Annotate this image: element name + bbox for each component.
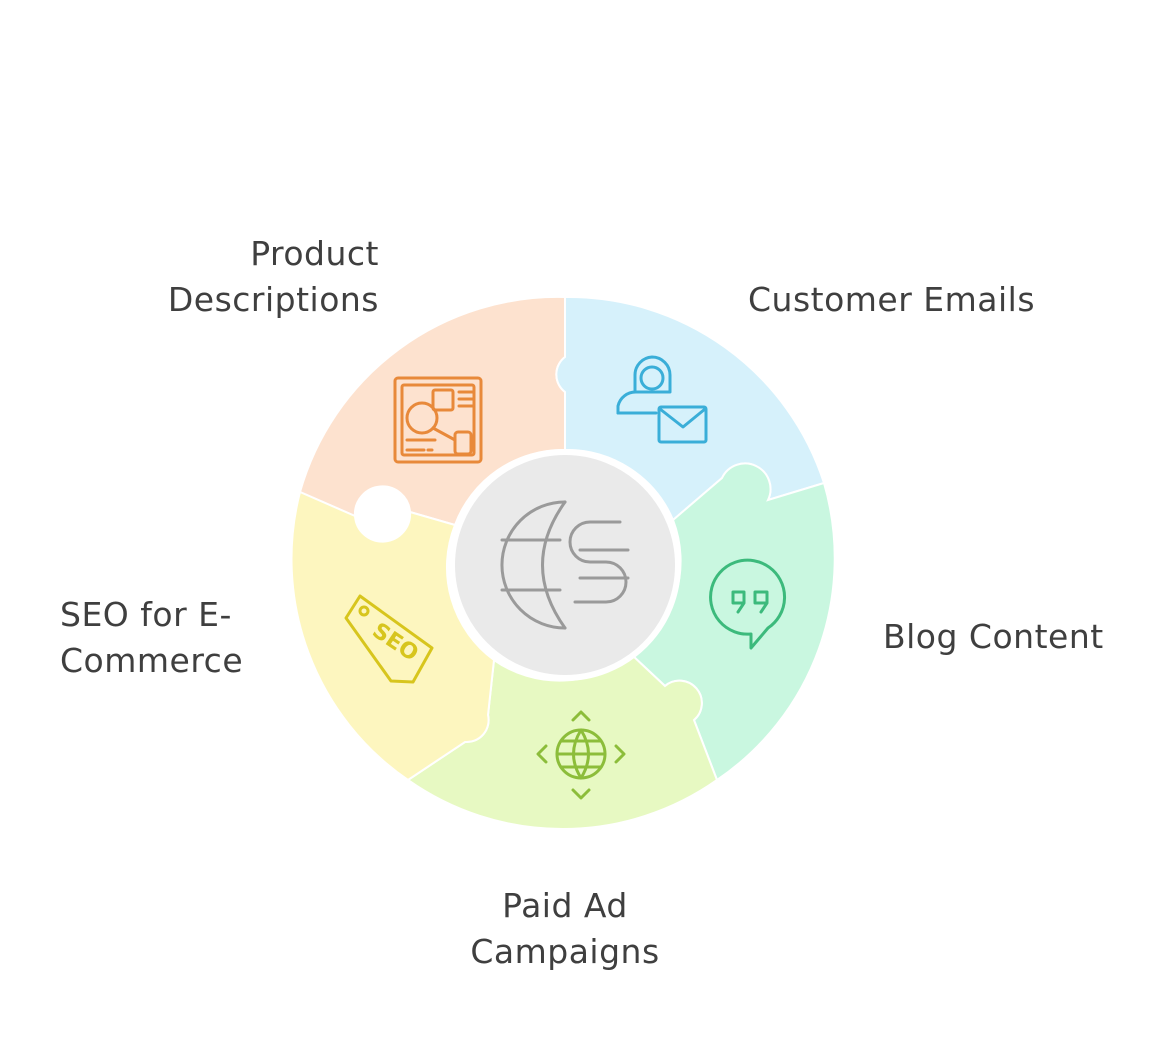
product-catalog-icon [393, 376, 483, 464]
label-blog-content: Blog Content [883, 617, 1104, 656]
label-product-descriptions: Product Descriptions [167, 234, 379, 319]
globe-arrows-icon [536, 710, 626, 800]
globe-currency-icon [500, 500, 630, 630]
label-customer-emails: Customer Emails [748, 280, 1036, 319]
speech-quote-icon [709, 558, 787, 650]
center-hub [449, 449, 681, 681]
label-paid-ad-campaigns: Paid Ad Campaigns [470, 886, 660, 971]
customer-email-icon [616, 355, 708, 444]
segment-seo-ecommerce [290, 490, 496, 782]
label-seo-ecommerce: SEO for E- Commerce [60, 595, 244, 680]
